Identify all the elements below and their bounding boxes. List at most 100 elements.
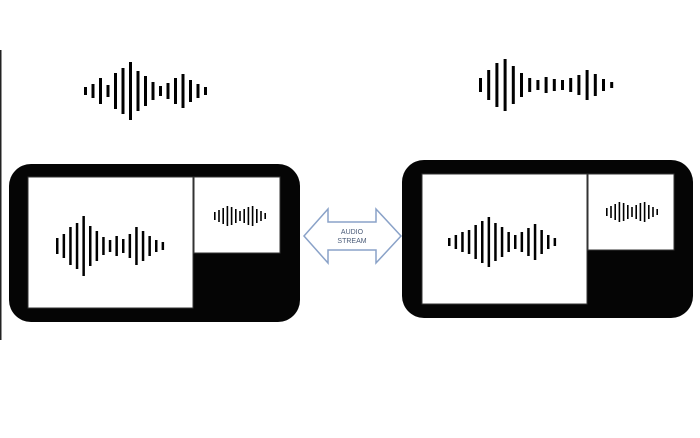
- arrow-label-line1: AUDIO: [341, 229, 364, 236]
- waveform-bar: [553, 238, 557, 246]
- waveform-icon: [56, 216, 165, 276]
- waveform-bar: [84, 87, 87, 95]
- right-device: [402, 160, 693, 318]
- waveform-bar: [448, 238, 451, 246]
- right-device-main-screen: [421, 173, 588, 305]
- waveform-bar: [99, 78, 102, 104]
- waveform-bar: [75, 223, 79, 269]
- waveform-icon: [84, 62, 207, 120]
- waveform-bar: [166, 83, 170, 99]
- waveform-bar: [136, 71, 140, 111]
- waveform-bar: [144, 76, 147, 106]
- waveform-bar: [511, 66, 515, 104]
- waveform-icon: [479, 59, 614, 111]
- waveform-bar: [122, 239, 125, 253]
- waveform-bar: [62, 234, 66, 258]
- waveform-bar: [128, 234, 132, 258]
- waveform-bar: [648, 205, 650, 219]
- waveform-bar: [461, 232, 464, 252]
- waveform-bar: [610, 82, 614, 88]
- waveform-bar: [602, 79, 605, 91]
- waveform-bar: [474, 225, 477, 259]
- waveform-bar: [181, 74, 185, 108]
- waveform-bar: [507, 232, 510, 252]
- waveform-bar: [614, 204, 616, 220]
- waveform-bar: [635, 205, 637, 219]
- left-edge-line: [0, 50, 2, 340]
- waveform-bar: [656, 209, 658, 215]
- waveform-bar: [161, 242, 165, 250]
- waveform-bar: [606, 208, 608, 216]
- waveform-bar: [69, 227, 72, 265]
- waveform-bar: [189, 80, 192, 102]
- audio-stream-arrow: AUDIO STREAM: [302, 207, 403, 265]
- waveform-bar: [561, 80, 564, 90]
- waveform-bar: [174, 78, 177, 104]
- waveform-bar: [141, 231, 145, 261]
- arrow-label-line2: STREAM: [337, 238, 366, 245]
- waveform-bar: [159, 86, 162, 96]
- waveform-icon: [448, 217, 557, 267]
- waveform-bar: [230, 207, 233, 225]
- waveform-bar: [569, 78, 573, 92]
- waveform-bar: [577, 75, 581, 95]
- waveform-bar: [214, 212, 216, 220]
- waveform-bar: [481, 221, 484, 263]
- waveform-bar: [495, 63, 499, 107]
- waveform-icon: [214, 206, 266, 226]
- right-device-inset-screen: [587, 173, 675, 251]
- waveform-bar: [196, 84, 200, 98]
- waveform-bar: [479, 78, 482, 92]
- waveform-bar: [503, 59, 507, 111]
- waveform-bar: [108, 240, 112, 252]
- waveform-bar: [610, 206, 612, 218]
- waveform-bar: [204, 87, 207, 95]
- waveform-bar: [547, 235, 550, 249]
- waveform-bar: [631, 207, 633, 217]
- waveform-bar: [520, 73, 523, 97]
- waveform-bar: [467, 230, 471, 254]
- waveform-bar: [121, 68, 125, 114]
- waveform-bar: [544, 77, 548, 93]
- waveform-bar: [639, 203, 642, 221]
- waveform-bar: [627, 205, 629, 219]
- waveform-bar: [500, 227, 504, 257]
- waveform-bar: [618, 202, 621, 222]
- waveform-bar: [536, 80, 540, 90]
- waveform-bar: [622, 203, 625, 221]
- waveform-bar: [114, 73, 117, 109]
- waveform-bar: [487, 70, 491, 100]
- waveform-bar: [82, 216, 85, 276]
- waveform-bar: [102, 237, 105, 255]
- waveform-bar: [106, 85, 110, 97]
- waveform-icon: [606, 202, 658, 222]
- waveform-bar: [520, 232, 524, 252]
- waveform-bar: [56, 238, 59, 254]
- waveform-bar: [95, 231, 99, 261]
- waveform-bar: [235, 209, 237, 223]
- waveform-bar: [487, 217, 491, 267]
- left-device: [9, 164, 300, 322]
- waveform-bar: [514, 235, 517, 249]
- waveform-bar: [218, 210, 220, 222]
- left-device-inset-screen: [193, 176, 281, 254]
- waveform-bar: [540, 230, 543, 254]
- waveform-bar: [135, 227, 138, 265]
- waveform-bar: [260, 211, 262, 221]
- waveform-bar: [115, 236, 118, 256]
- waveform-bar: [527, 228, 530, 256]
- waveform-bar: [264, 213, 266, 219]
- waveform-bar: [247, 207, 250, 225]
- double-arrow-icon: [302, 207, 403, 265]
- waveform-bar: [91, 84, 95, 98]
- waveform-bar: [533, 224, 537, 260]
- waveform-bar: [585, 70, 589, 100]
- waveform-bar: [552, 79, 556, 91]
- waveform-bar: [652, 207, 654, 217]
- waveform-bar: [256, 209, 258, 223]
- waveform-bar: [528, 78, 532, 92]
- waveform-bar: [643, 202, 646, 222]
- waveform-bar: [494, 223, 497, 261]
- waveform-bar: [89, 226, 92, 266]
